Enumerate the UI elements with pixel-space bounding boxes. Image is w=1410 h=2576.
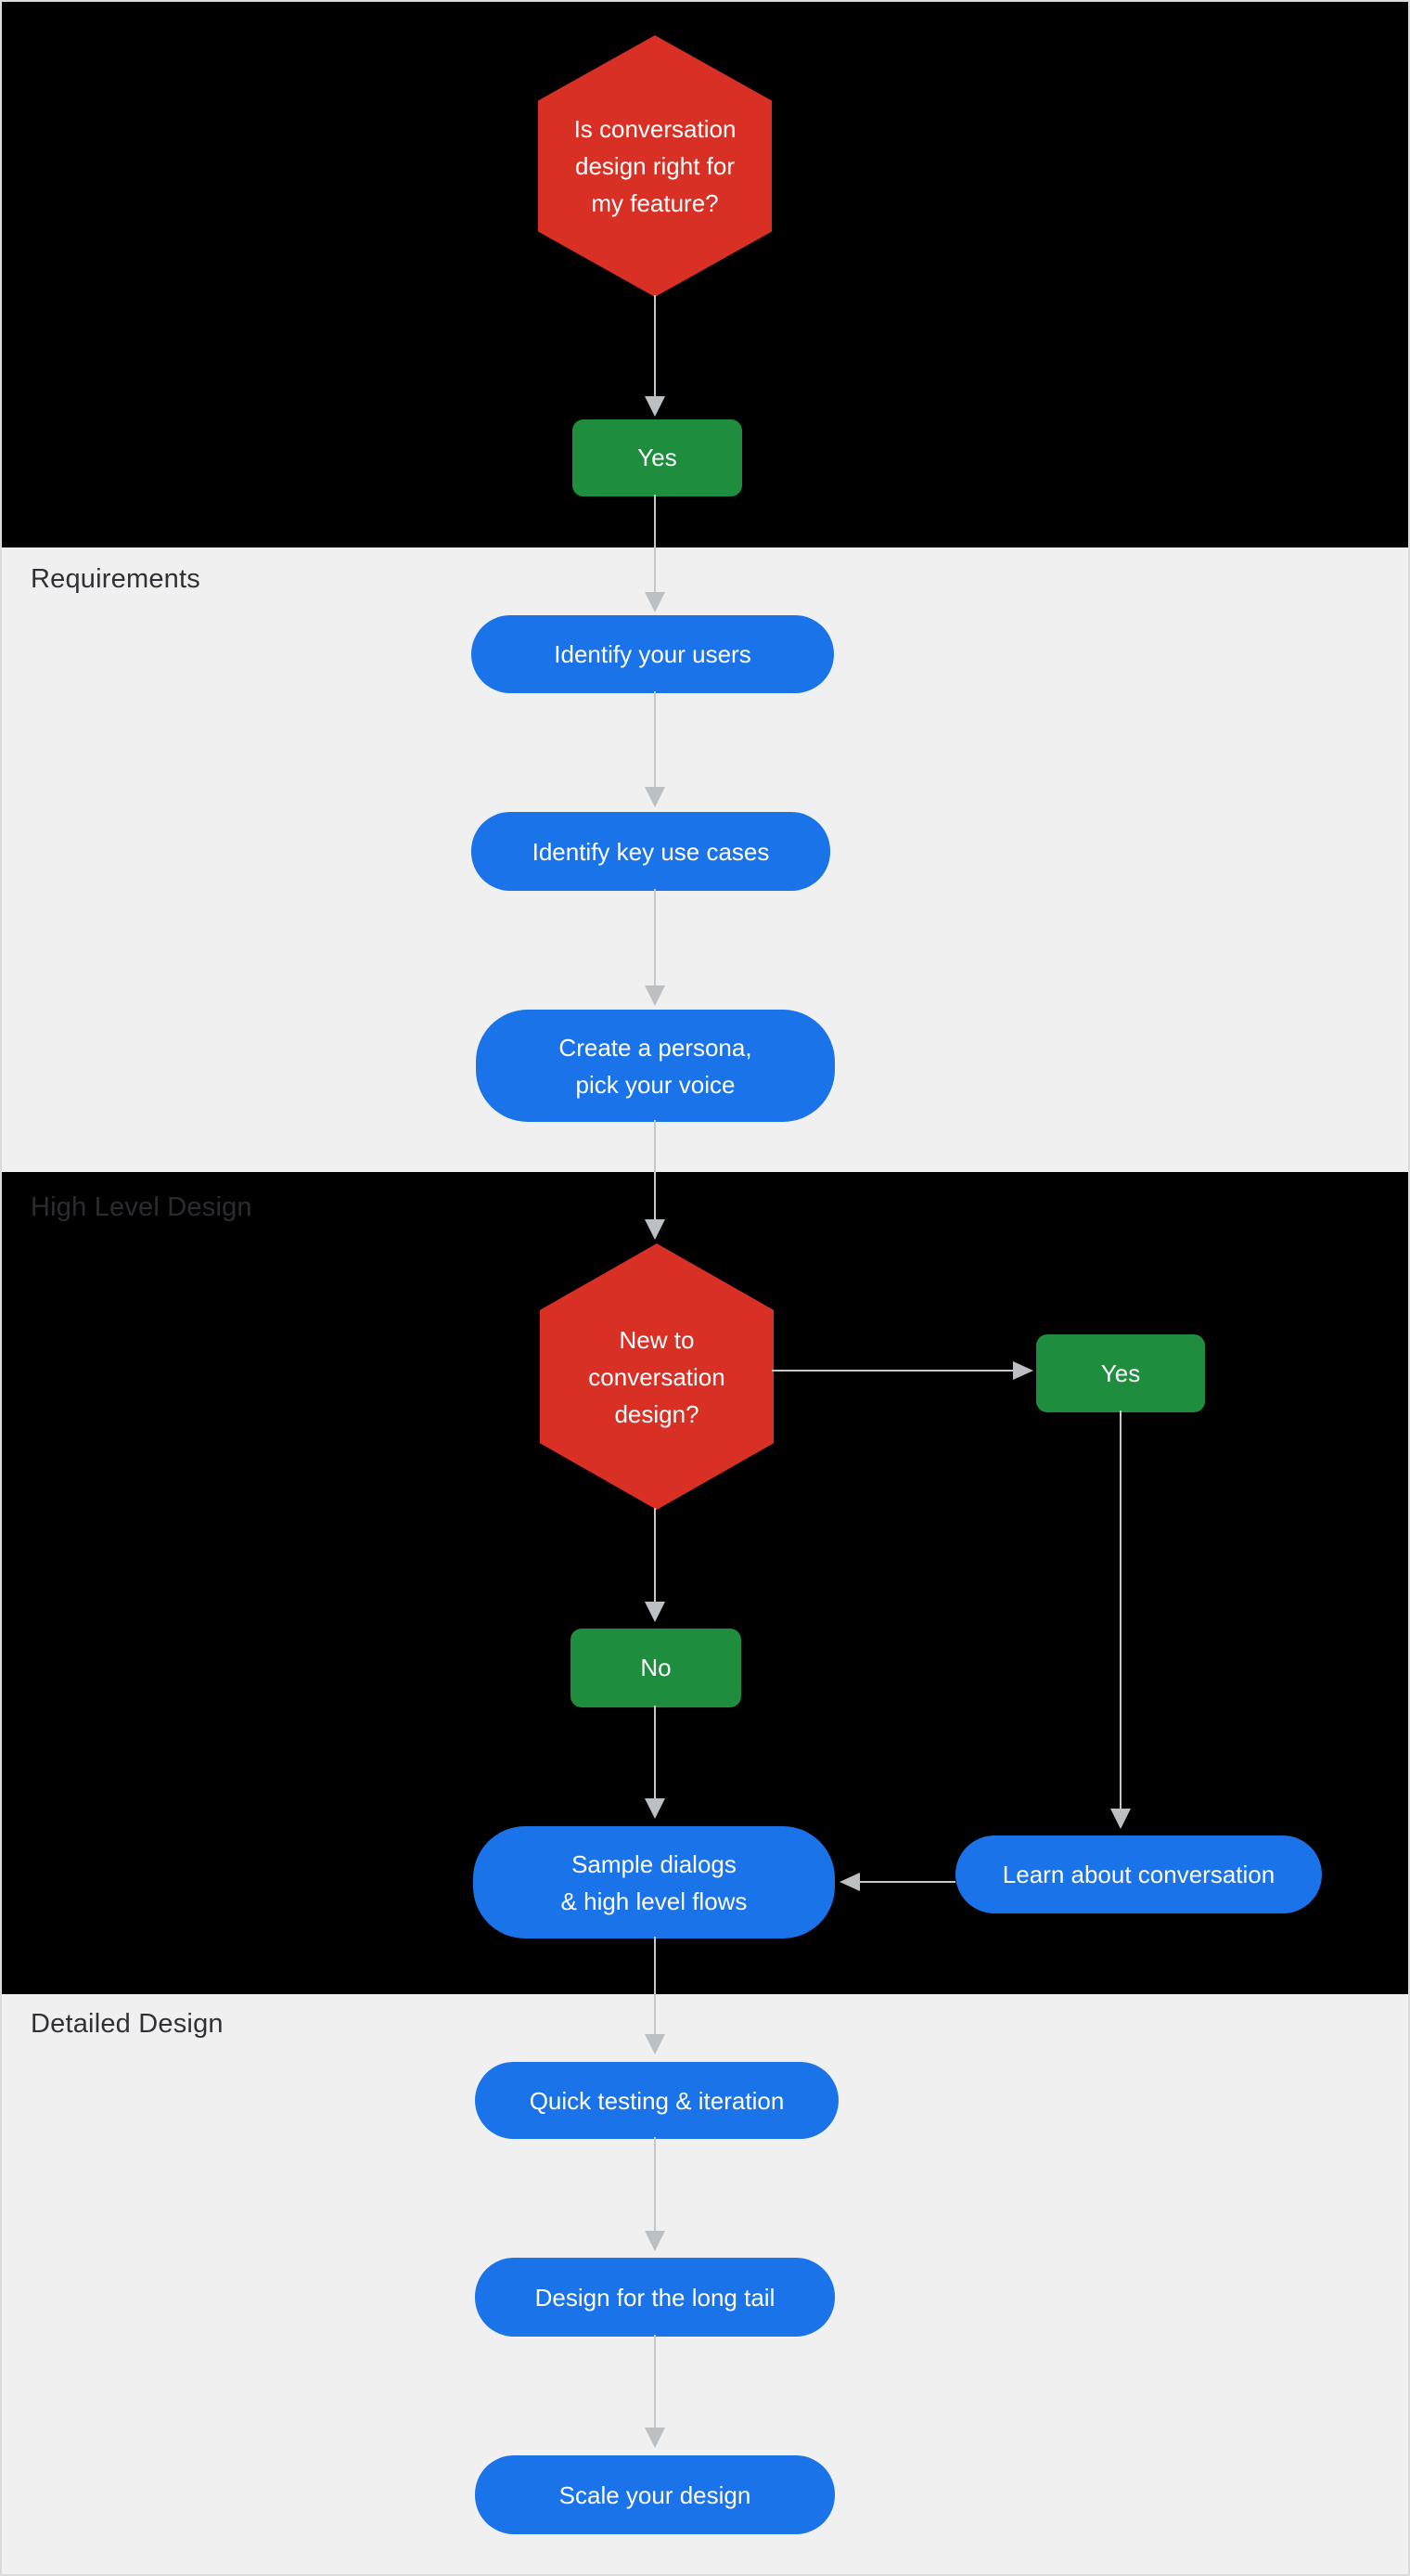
arrow-head-down-icon bbox=[645, 2428, 665, 2448]
answer-label: Yes bbox=[637, 444, 677, 471]
arrow-line-decision2-to-yes2 bbox=[772, 1370, 1013, 1372]
arrow-head-down-icon bbox=[645, 1798, 665, 1819]
arrow-line-yes1-to-identify-users bbox=[654, 495, 656, 592]
step-learn-about-conversation-button[interactable]: Learn about conversation bbox=[955, 1835, 1322, 1913]
step-label: Identify your users bbox=[554, 640, 751, 668]
arrow-head-down-icon bbox=[645, 396, 665, 417]
decision-new-to-conversation-design: New to conversation design? bbox=[540, 1243, 774, 1510]
answer-yes-1-button[interactable]: Yes bbox=[572, 419, 742, 496]
arrow-line-users-to-usecases bbox=[654, 691, 656, 787]
section-label-high-level-design: High Level Design bbox=[31, 1192, 252, 1222]
arrow-line-decision1-to-yes1 bbox=[654, 295, 656, 396]
arrow-line-decision2-to-no bbox=[654, 1508, 656, 1602]
step-quick-testing-iteration-button[interactable]: Quick testing & iteration bbox=[475, 2062, 839, 2139]
decision-is-conversation-design-right: Is conversation design right for my feat… bbox=[538, 35, 772, 297]
arrow-head-down-icon bbox=[645, 985, 665, 1006]
arrow-line-sample-to-quick-testing bbox=[654, 1937, 656, 2034]
arrow-line-quick-to-longtail bbox=[654, 2137, 656, 2231]
answer-label: No bbox=[640, 1654, 672, 1681]
arrow-head-left-icon bbox=[840, 1873, 860, 1891]
arrow-head-down-icon bbox=[645, 1602, 665, 1622]
answer-label: Yes bbox=[1100, 1359, 1141, 1387]
step-identify-users-button[interactable]: Identify your users bbox=[471, 615, 834, 693]
arrow-line-learn-to-sample-dialogs bbox=[860, 1881, 955, 1883]
answer-no-button[interactable]: No bbox=[570, 1629, 741, 1707]
arrow-line-longtail-to-scale bbox=[654, 2335, 656, 2428]
arrow-head-down-icon bbox=[1110, 1809, 1131, 1829]
step-label: Identify key use cases bbox=[532, 837, 770, 866]
arrow-line-yes2-to-learn bbox=[1120, 1410, 1122, 1809]
step-design-for-long-tail-button[interactable]: Design for the long tail bbox=[475, 2258, 835, 2337]
step-sample-dialogs-button[interactable]: Sample dialogs & high level flows bbox=[473, 1826, 835, 1938]
arrow-head-down-icon bbox=[645, 2231, 665, 2251]
step-label: Scale your design bbox=[558, 2480, 751, 2509]
arrow-head-down-icon bbox=[645, 2034, 665, 2054]
step-identify-key-use-cases-button[interactable]: Identify key use cases bbox=[471, 812, 830, 891]
arrow-line-usecases-to-persona bbox=[654, 889, 656, 985]
arrow-line-persona-to-decision2 bbox=[654, 1120, 656, 1219]
section-label-detailed-design: Detailed Design bbox=[31, 2009, 224, 2039]
answer-yes-2-button[interactable]: Yes bbox=[1036, 1334, 1205, 1412]
step-label: Sample dialogs & high level flows bbox=[560, 1849, 748, 1915]
decision-text: Is conversation design right for my feat… bbox=[573, 115, 737, 217]
step-label: Quick testing & iteration bbox=[529, 2086, 785, 2115]
step-scale-your-design-button[interactable]: Scale your design bbox=[475, 2455, 835, 2534]
section-label-requirements: Requirements bbox=[31, 564, 200, 594]
step-label: Create a persona, pick your voice bbox=[558, 1033, 752, 1099]
step-create-persona-button[interactable]: Create a persona, pick your voice bbox=[476, 1010, 835, 1122]
step-label: Design for the long tail bbox=[534, 2283, 776, 2312]
decision-text: New to conversation design? bbox=[588, 1325, 725, 1428]
arrow-line-no-to-sample-dialogs bbox=[654, 1706, 656, 1798]
arrow-head-right-icon bbox=[1013, 1361, 1033, 1380]
arrow-head-down-icon bbox=[645, 592, 665, 612]
arrow-head-down-icon bbox=[645, 1219, 665, 1240]
arrow-head-down-icon bbox=[645, 787, 665, 807]
step-label: Learn about conversation bbox=[1002, 1861, 1275, 1888]
